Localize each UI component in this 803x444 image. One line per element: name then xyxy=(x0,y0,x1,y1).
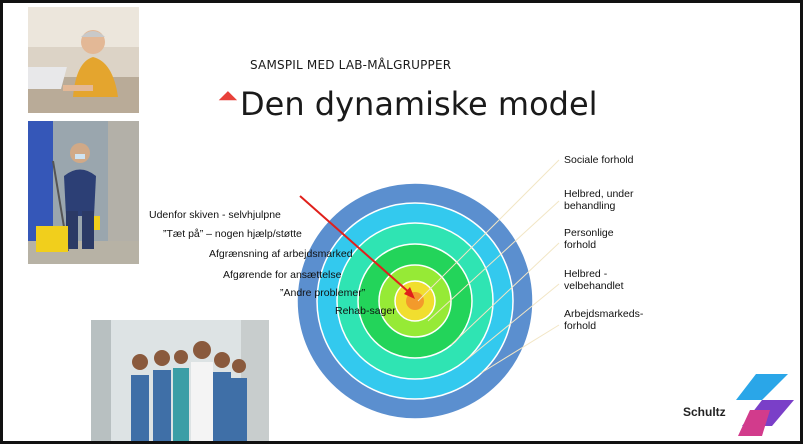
connector-helbred-velbehandlet xyxy=(464,283,560,362)
arrow-line xyxy=(299,195,412,295)
arrow-head-icon xyxy=(404,287,415,299)
slide-subtitle: SAMSPIL MED LAB-MÅLGRUPPER xyxy=(250,58,452,72)
connector-sociale xyxy=(417,159,560,302)
label-afgraensning: Afgrænsning af arbejdsmarked xyxy=(209,248,353,260)
label-rehab-sager: Rehab-sager xyxy=(335,305,396,317)
logo-text: Schultz xyxy=(683,405,726,419)
connector-personlige xyxy=(450,242,560,346)
photo-medical-team xyxy=(91,320,269,441)
label-personlige-forhold: Personlige forhold xyxy=(564,227,614,251)
schultz-logo xyxy=(736,374,794,436)
target-diagram xyxy=(296,159,560,420)
label-udenfor: Udenfor skiven - selvhjulpne xyxy=(149,209,281,221)
label-helbred-under-behandling: Helbred, under behandling xyxy=(564,188,634,212)
slide-title: Den dynamiske model xyxy=(240,85,598,123)
connector-arbejdsmarked xyxy=(480,324,560,374)
label-andre-problemer: ”Andre problemer” xyxy=(280,287,366,299)
label-arbejdsmarkedsforhold: Arbejdsmarkeds-forhold xyxy=(564,308,644,332)
slide: SAMSPIL MED LAB-MÅLGRUPPER Den dynamiske… xyxy=(3,3,800,441)
title-row: Den dynamiske model xyxy=(218,85,598,123)
photo-cleaner xyxy=(28,121,139,264)
label-taet-paa: ”Tæt på” – nogen hjælp/støtte xyxy=(163,228,302,240)
label-afgoerende: Afgørende for ansættelse xyxy=(223,269,342,281)
connector-helbred-under xyxy=(427,200,560,322)
photo-man-at-laptop xyxy=(28,7,139,113)
label-sociale-forhold: Sociale forhold xyxy=(564,154,634,166)
label-helbred-velbehandlet: Helbred - velbehandlet xyxy=(564,268,624,292)
